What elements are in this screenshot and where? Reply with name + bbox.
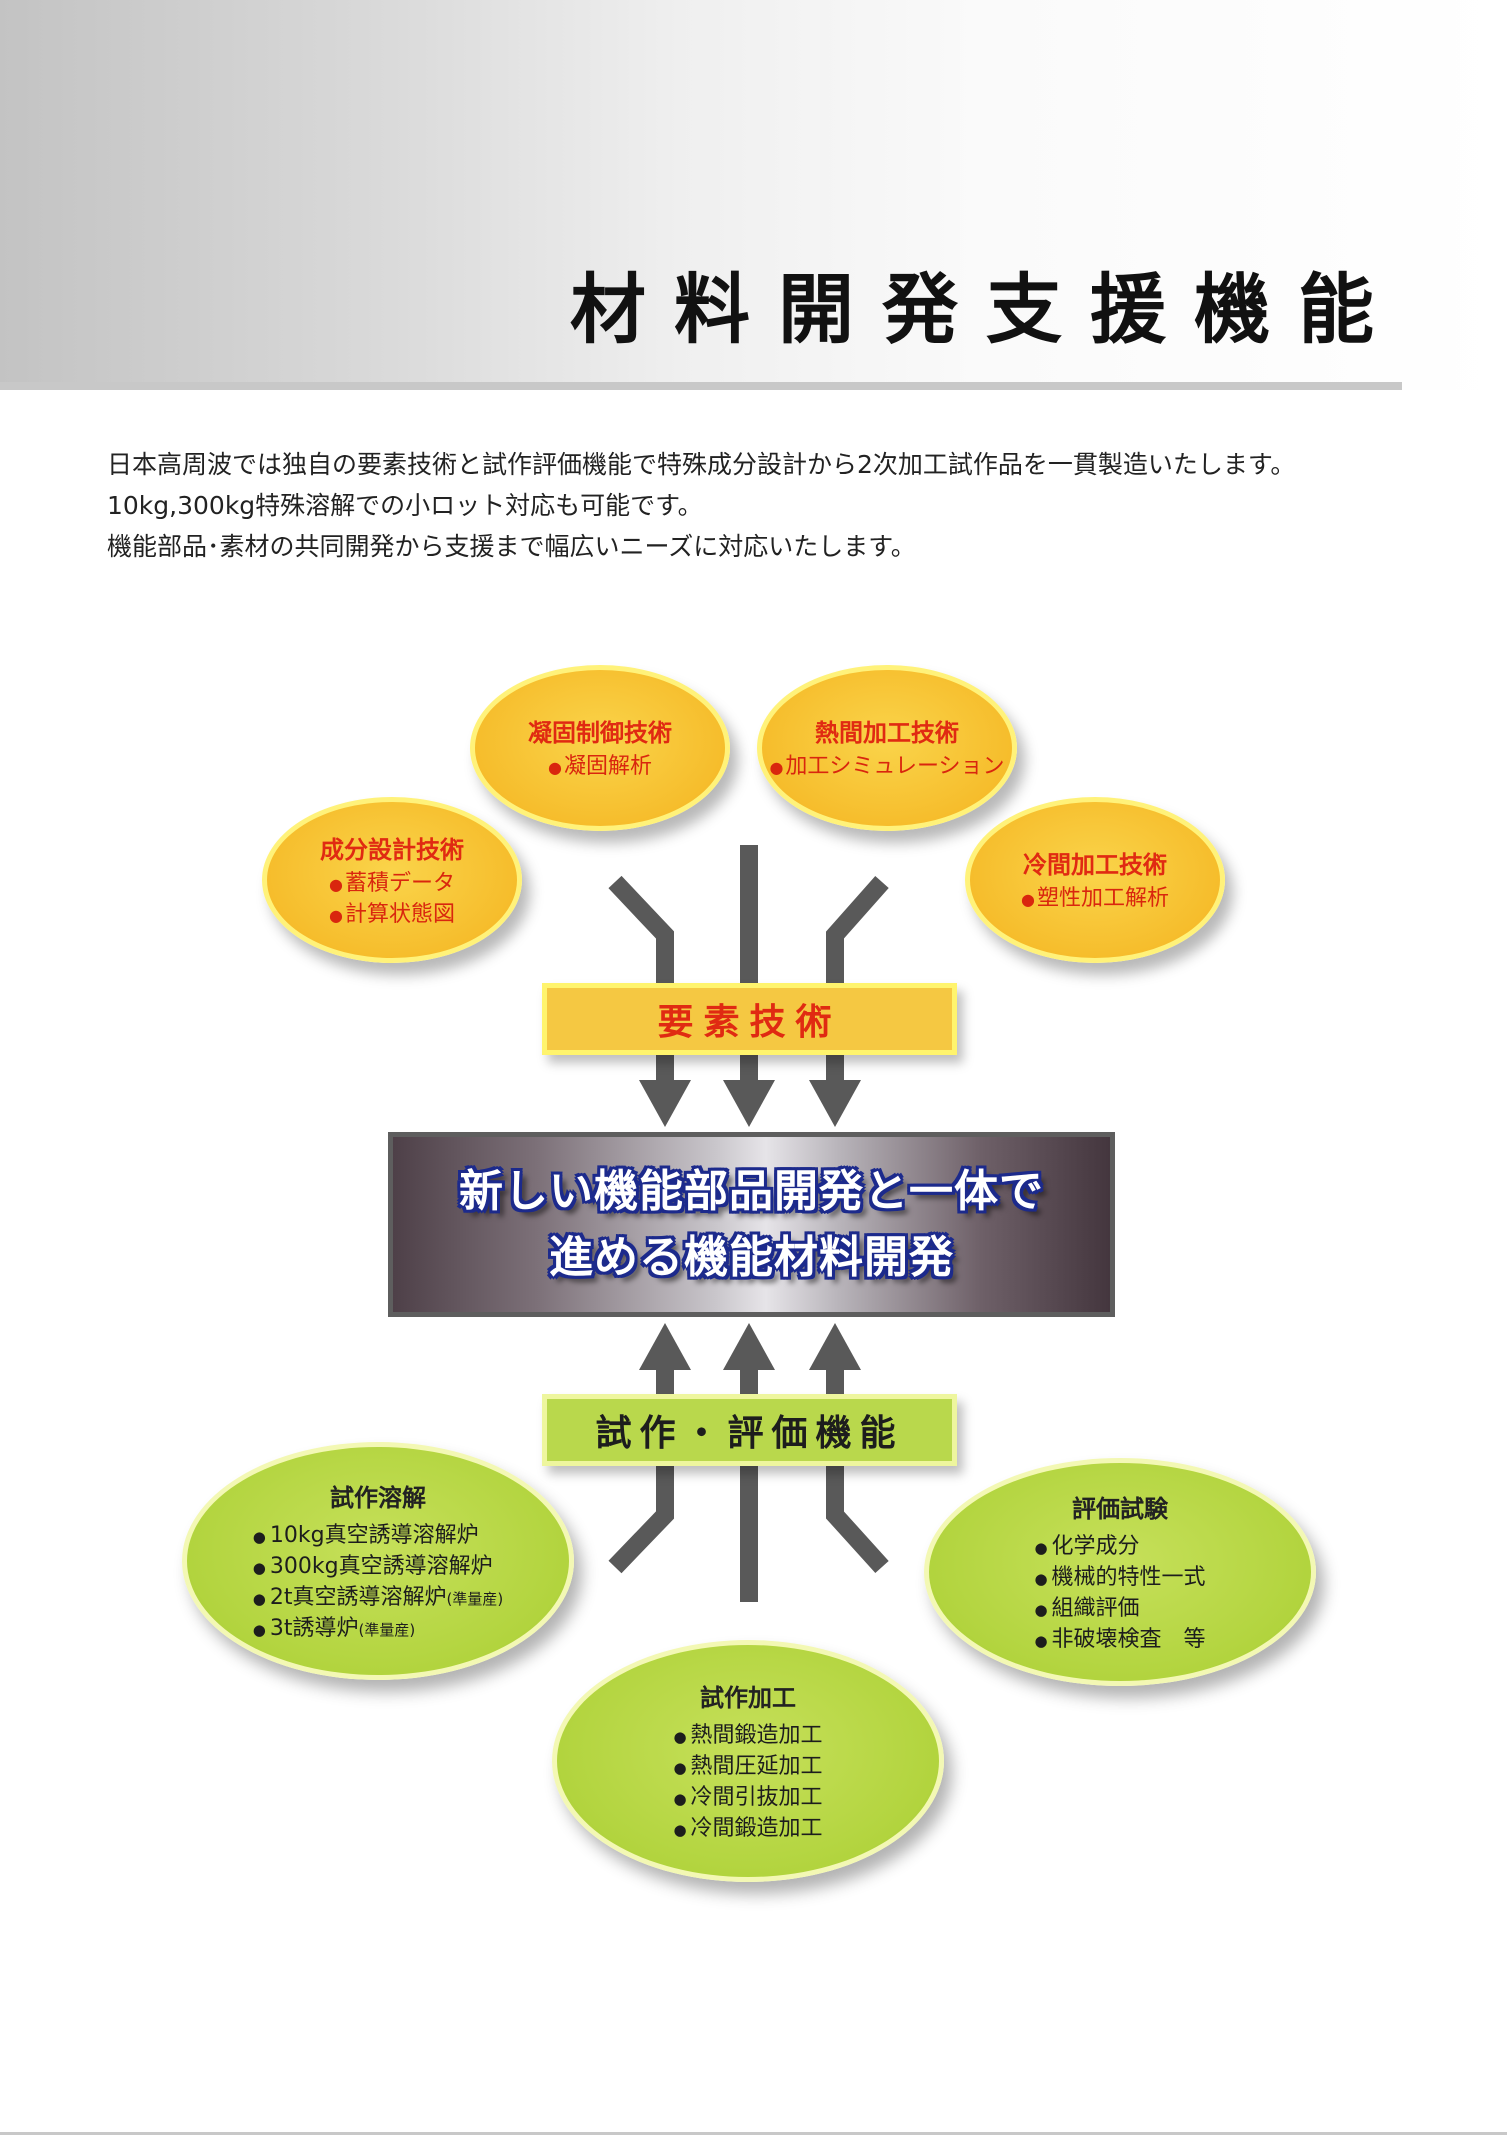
bullet-icon: ●	[769, 758, 784, 777]
oval-title: 成分設計技術	[320, 835, 464, 864]
bullet-icon: ●	[252, 1558, 266, 1577]
oval-item: ●非破壊検査 等	[1034, 1626, 1206, 1652]
arrow-head-up	[639, 1323, 691, 1370]
intro-line: 機能部品･素材の共同開発から支援まで幅広いニーズに対応いたします。	[107, 532, 916, 561]
oval-item: ●3t誘導炉(準量産)	[252, 1615, 416, 1641]
bullet-icon: ●	[673, 1789, 687, 1808]
bullet-icon: ●	[1034, 1538, 1048, 1557]
bullet-icon: ●	[1021, 890, 1035, 909]
oval-trial-processing: 試作加工 ●熱間鍛造加工 ●熱間圧延加工 ●冷間引抜加工 ●冷間鍛造加工	[552, 1640, 944, 1882]
item-note: (準量産)	[446, 1589, 504, 1608]
bullet-icon: ●	[673, 1727, 687, 1746]
item-note: (準量産)	[358, 1620, 416, 1639]
oval-item: ●蓄積データ	[329, 870, 455, 896]
intro-text: 日本高周波では独自の要素技術と試作評価機能で特殊成分設計から2次加工試作品を一貫…	[107, 444, 1407, 567]
arrow-head-down	[809, 1080, 861, 1127]
oval-list: ●熱間鍛造加工 ●熱間圧延加工 ●冷間引抜加工 ●冷間鍛造加工	[673, 1721, 822, 1845]
oval-composition-design: 成分設計技術 ●蓄積データ ●計算状態図	[262, 797, 522, 963]
oval-title: 冷間加工技術	[1023, 851, 1167, 879]
oval-item: ●塑性加工解析	[1021, 886, 1169, 911]
oval-title: 熱間加工技術	[815, 719, 959, 747]
bullet-icon: ●	[329, 905, 343, 925]
arrow-head-up	[723, 1323, 775, 1370]
center-plate: 新しい機能部品開発と一体で 進める機能材料開発	[388, 1132, 1115, 1317]
oval-item: ●化学成分	[1034, 1533, 1140, 1559]
oval-item: ●機械的特性一式	[1034, 1564, 1206, 1590]
page-title: 材料開発支援機能	[570, 265, 1402, 354]
oval-item: ●熱間鍛造加工	[673, 1722, 823, 1748]
oval-item: ●凝固解析	[548, 754, 652, 779]
bullet-icon: ●	[673, 1820, 687, 1839]
bullet-icon: ●	[1034, 1631, 1048, 1650]
bullet-icon: ●	[252, 1589, 266, 1608]
oval-cold-working: 冷間加工技術 ●塑性加工解析	[965, 797, 1225, 963]
oval-list: ●化学成分 ●機械的特性一式 ●組織評価 ●非破壊検査 等	[1034, 1532, 1205, 1656]
oval-item: ●計算状態図	[329, 901, 455, 927]
bullet-icon: ●	[252, 1620, 266, 1639]
oval-hot-working: 熱間加工技術 ●加工シミュレーション	[757, 665, 1017, 831]
bottom-rule	[0, 2132, 1507, 2135]
bullet-icon: ●	[252, 1527, 266, 1546]
oval-title: 試作溶解	[330, 1483, 426, 1512]
bullet-icon: ●	[1034, 1569, 1048, 1588]
oval-item: ●300kg真空誘導溶解炉	[252, 1553, 493, 1579]
oval-item: ●熱間圧延加工	[673, 1753, 823, 1779]
oval-item: ●2t真空誘導溶解炉(準量産)	[252, 1584, 504, 1610]
intro-line: 10kg,300kg特殊溶解での小ロット対応も可能です。	[107, 491, 703, 520]
bullet-icon: ●	[1034, 1600, 1048, 1619]
oval-item: ●冷間引抜加工	[673, 1784, 823, 1810]
header-rule	[0, 382, 1402, 390]
arrow-head-up	[809, 1323, 861, 1370]
element-tech-banner: 要素技術	[542, 983, 957, 1055]
bullet-icon: ●	[548, 758, 562, 777]
bullet-icon: ●	[673, 1758, 687, 1777]
center-line: 新しい機能部品開発と一体で	[459, 1165, 1044, 1217]
oval-item: ●加工シミュレーション	[769, 754, 1005, 779]
center-line: 進める機能材料開発	[549, 1231, 954, 1283]
intro-line: 日本高周波では独自の要素技術と試作評価機能で特殊成分設計から2次加工試作品を一貫…	[107, 450, 1296, 479]
oval-solidification-control: 凝固制御技術 ●凝固解析	[470, 665, 730, 831]
oval-title: 評価試験	[1072, 1494, 1168, 1523]
oval-evaluation-tests: 評価試験 ●化学成分 ●機械的特性一式 ●組織評価 ●非破壊検査 等	[924, 1458, 1316, 1686]
header-band	[0, 0, 1507, 390]
oval-item: ●組織評価	[1034, 1595, 1140, 1621]
bullet-icon: ●	[329, 874, 343, 894]
oval-item: ●10kg真空誘導溶解炉	[252, 1522, 479, 1548]
oval-list: ●10kg真空誘導溶解炉 ●300kg真空誘導溶解炉 ●2t真空誘導溶解炉(準量…	[253, 1521, 503, 1645]
arrow-head-down	[723, 1080, 775, 1127]
arrow-head-down	[639, 1080, 691, 1127]
oval-title: 凝固制御技術	[528, 719, 672, 747]
oval-title: 試作加工	[700, 1683, 796, 1712]
prototype-eval-banner: 試作・評価機能	[542, 1394, 957, 1466]
oval-trial-melting: 試作溶解 ●10kg真空誘導溶解炉 ●300kg真空誘導溶解炉 ●2t真空誘導溶…	[182, 1442, 574, 1680]
oval-item: ●冷間鍛造加工	[673, 1815, 823, 1841]
